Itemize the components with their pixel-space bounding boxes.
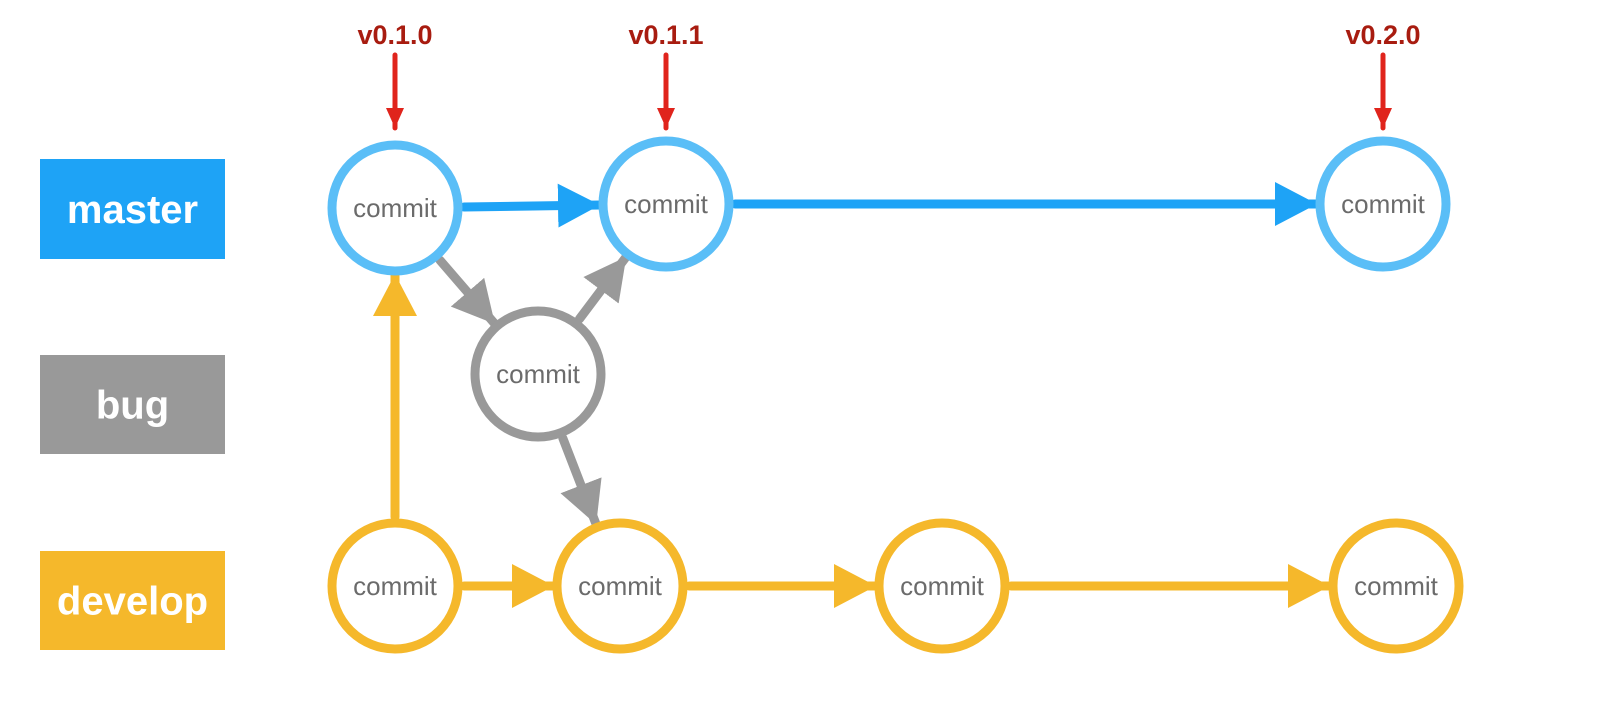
branch-label-master: master <box>40 159 225 259</box>
branch-label-develop: develop <box>40 551 225 650</box>
branch-label-text: develop <box>57 580 208 624</box>
commit-label: commit <box>1354 571 1439 601</box>
edge-b1-to-d2 <box>558 433 602 529</box>
commit-node-d2: commit <box>552 518 688 654</box>
commit-node-d3: commit <box>874 518 1010 654</box>
branch-label-box <box>40 551 225 650</box>
version-tag-v0.1.0: v0.1.0 <box>357 20 433 131</box>
tags-layer: v0.1.0 v0.1.1 v0.2.0 <box>357 20 1421 131</box>
commit-label: commit <box>353 193 438 223</box>
commit-node-m3: commit <box>1315 136 1451 272</box>
branch-labels-layer: master bug develop <box>40 159 225 650</box>
commits-layer: commit commit commit commit commit commit comm… <box>327 136 1464 654</box>
commit-ring <box>1328 518 1464 654</box>
commit-label: commit <box>624 189 709 219</box>
version-tag-v0.2.0: v0.2.0 <box>1345 20 1421 131</box>
commit-ring <box>327 140 463 276</box>
commit-label: commit <box>1341 189 1426 219</box>
commit-ring <box>598 136 734 272</box>
commit-node-d1: commit <box>327 518 463 654</box>
commit-node-b1: commit <box>470 306 606 442</box>
branch-label-text: bug <box>96 384 169 428</box>
commit-label: commit <box>578 571 663 601</box>
branch-label-box <box>40 159 225 259</box>
branch-label-box <box>40 355 225 454</box>
commit-ring <box>552 518 688 654</box>
branch-label-bug: bug <box>40 355 225 454</box>
commit-label: commit <box>900 571 985 601</box>
commit-ring <box>874 518 1010 654</box>
version-tag-label: v0.1.1 <box>628 20 703 50</box>
commit-node-d4: commit <box>1328 518 1464 654</box>
branch-label-text: master <box>67 188 198 232</box>
commit-node-m2: commit <box>598 136 734 272</box>
version-tag-label: v0.2.0 <box>1345 20 1420 50</box>
edges-layer <box>373 182 1335 608</box>
commit-ring <box>327 518 463 654</box>
edge-m1-to-m2 <box>459 183 605 228</box>
edge-m1-to-b1 <box>435 255 500 329</box>
edge-b1-to-m2 <box>575 252 631 324</box>
commit-label: commit <box>496 359 581 389</box>
version-tag-label: v0.1.0 <box>357 20 432 50</box>
commit-node-m1: commit <box>327 140 463 276</box>
version-tag-v0.1.1: v0.1.1 <box>628 20 704 131</box>
commit-label: commit <box>353 571 438 601</box>
commit-ring <box>470 306 606 442</box>
commit-ring <box>1315 136 1451 272</box>
